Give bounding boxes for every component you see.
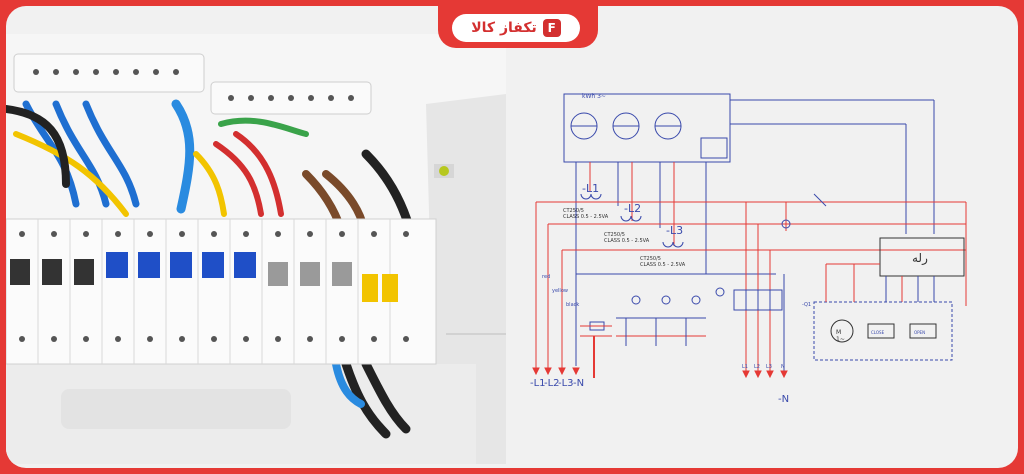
relay-label: رله	[912, 251, 928, 266]
bus-label-n: -N	[573, 378, 584, 389]
wire-label-black: black	[566, 302, 579, 308]
neutral-label: -N	[778, 394, 789, 405]
wire-label-red: red	[542, 274, 550, 280]
open-label: OPEN	[914, 330, 925, 335]
relay-box	[879, 237, 965, 277]
close-label: CLOSE	[871, 330, 885, 335]
wire-label-yellow: yellow	[552, 288, 568, 294]
ct-label-l2: -L2	[624, 202, 641, 215]
bus-label-l3: -L3	[558, 378, 574, 389]
ct-label-l3: -L3	[666, 224, 683, 237]
meter-label: kWh 3~	[582, 93, 606, 100]
energy-meter-box	[563, 93, 731, 163]
brand-mark-icon: F	[542, 19, 561, 37]
bus-label-l1: -L1	[530, 378, 546, 389]
image-frame: kWh 3~ -L1 -L2 -L3 -L1 -L2 -L3 -N -N red…	[6, 6, 1018, 468]
wiring-diagram: kWh 3~ -L1 -L2 -L3 -L1 -L2 -L3 -N -N red…	[530, 93, 967, 405]
out-label-l1: L1	[742, 364, 748, 370]
brand-logo: تکفاز کالا F	[452, 14, 580, 42]
brand-name: تکفاز کالا	[471, 20, 537, 36]
out-label-n: N	[781, 364, 785, 370]
out-label-l3: L3	[766, 364, 772, 370]
ct-label-l1: -L1	[582, 182, 599, 195]
bus-label-l2: -L2	[544, 378, 560, 389]
out-label-l2: L2	[754, 364, 760, 370]
electrical-panel-photo	[6, 34, 506, 464]
q1-label: -Q1	[802, 302, 811, 308]
